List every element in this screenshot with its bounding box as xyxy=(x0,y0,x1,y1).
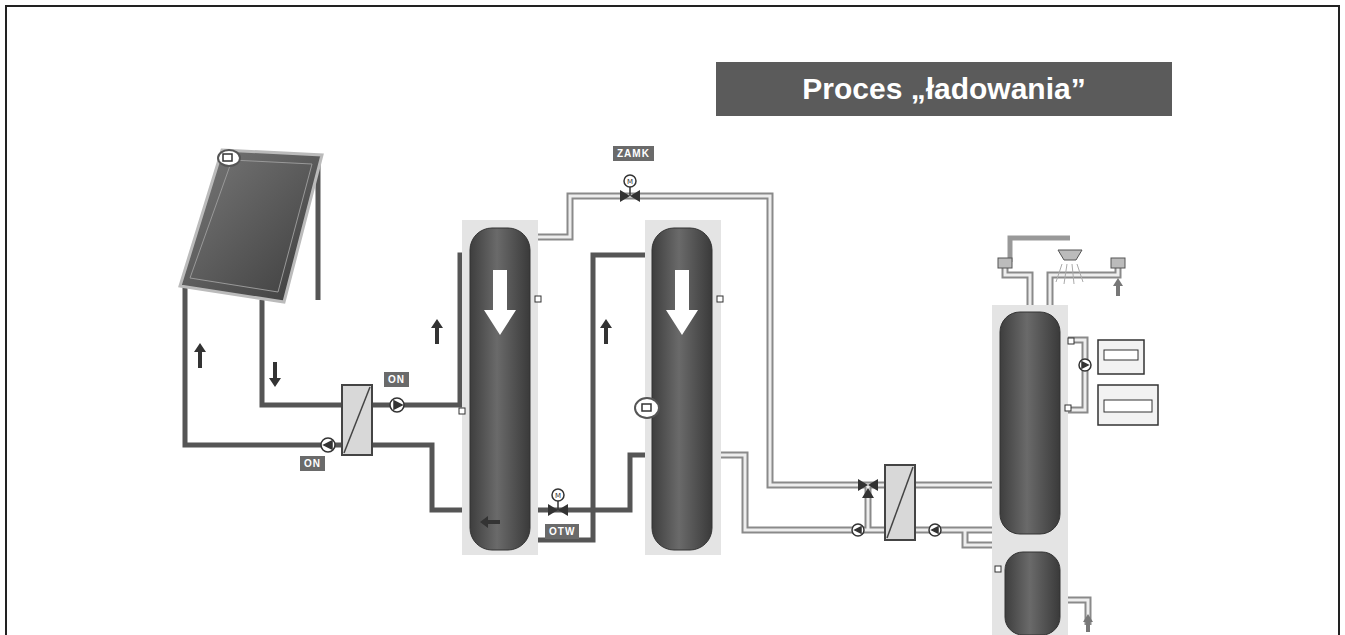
controller-and-shower xyxy=(998,238,1158,425)
flow-arrow xyxy=(194,278,1123,632)
heat-exchanger xyxy=(342,385,915,540)
status-tag: OTW xyxy=(545,524,579,539)
status-tag: ON xyxy=(384,372,409,387)
title-banner: Proces „ładowania” xyxy=(716,62,1172,116)
svg-text:M: M xyxy=(555,492,561,500)
frame xyxy=(6,6,1339,635)
status-tag: ZAMK xyxy=(613,146,654,161)
svg-text:M: M xyxy=(627,178,633,186)
status-tag: ON xyxy=(300,456,325,471)
storage-tank xyxy=(459,220,1074,635)
solar-collector xyxy=(180,150,322,302)
